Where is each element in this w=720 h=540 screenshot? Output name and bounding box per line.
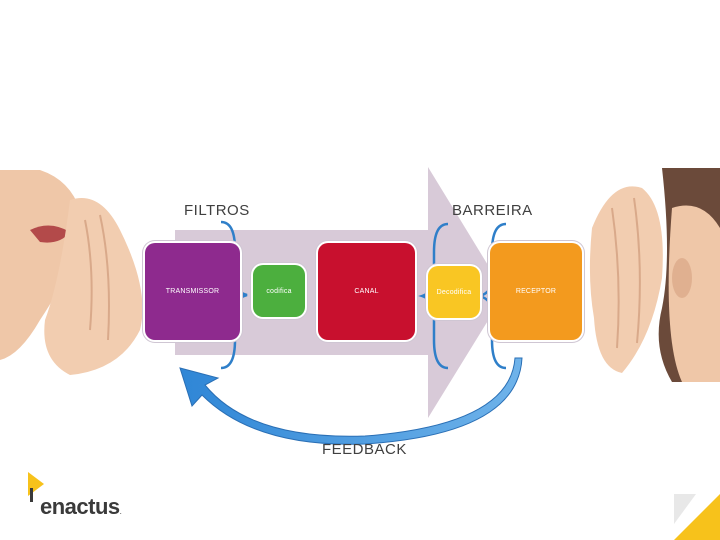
- decodifica-label: Decodifica: [436, 288, 472, 296]
- canal-label: CANAL: [354, 288, 379, 295]
- barreira-label: BARREIRA: [452, 202, 533, 219]
- codifica-label: codifica: [266, 287, 292, 295]
- brand-name: enactus: [40, 494, 120, 519]
- corner-decoration-icon: [674, 494, 720, 540]
- feedback-label: FEEDBACK: [322, 441, 407, 458]
- brand-suffix: .: [119, 507, 122, 516]
- whispering-person-image: [0, 170, 155, 382]
- enactus-logo-icon: [28, 472, 44, 502]
- decodifica-box: Decodifica: [428, 266, 480, 318]
- enactus-logo-text: enactus.: [40, 494, 122, 520]
- codifica-box: codifica: [253, 265, 305, 317]
- feedback-arrow: [179, 357, 523, 445]
- listening-person-image: [582, 168, 720, 382]
- filter-braces: [220, 220, 248, 370]
- receptor-box: RECEPTOR: [490, 243, 582, 340]
- barrier-braces: [418, 222, 507, 370]
- receptor-label: RECEPTOR: [515, 288, 557, 295]
- filtros-label: FILTROS: [184, 202, 250, 219]
- canal-box: CANAL: [318, 243, 415, 340]
- transmissor-label: TRANSMISSOR: [165, 288, 220, 295]
- transmissor-box: TRANSMISSOR: [145, 243, 240, 340]
